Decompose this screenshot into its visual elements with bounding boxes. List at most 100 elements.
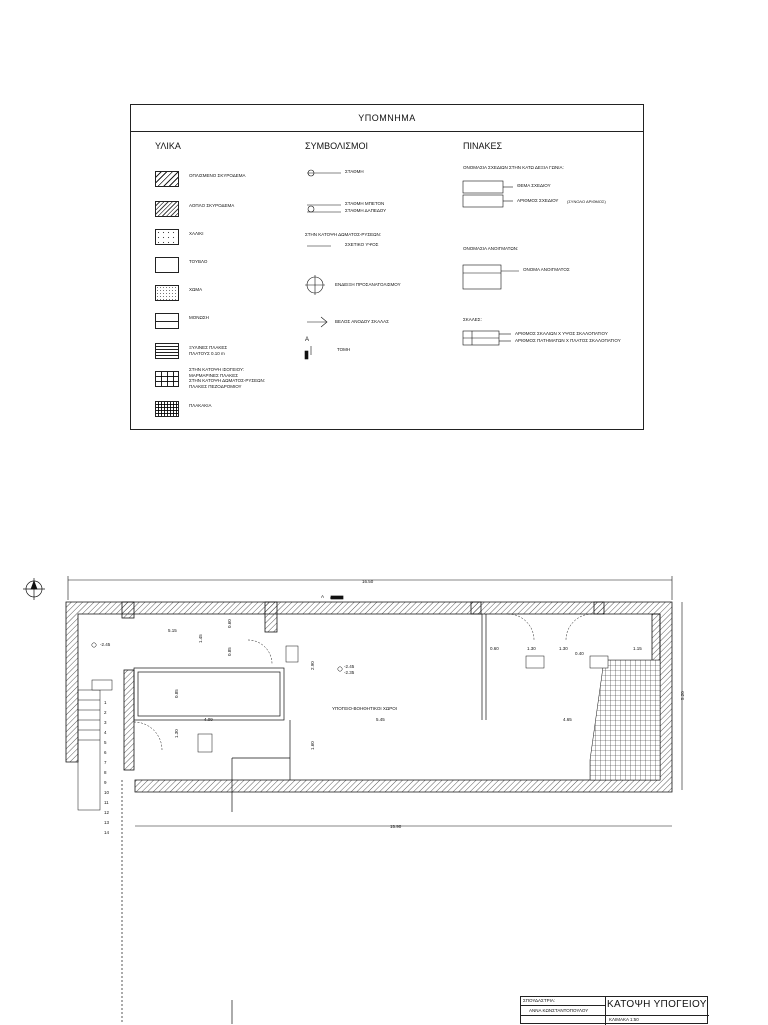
dim-height: 5.20 [680, 691, 685, 700]
brick-swatch [155, 257, 179, 273]
symbol-section-label: ΤΟΜΗ [337, 347, 351, 352]
dim-overall: 16.50 [362, 579, 374, 584]
room-label: ΥΠΟΓΕΙΟ-ΒΟΗΘΗΤΙΚΟΙ ΧΩΡΟΙ [332, 706, 397, 711]
table-stairs-treads: ΑΡΙΘΜΟΣ ΠΑΤΗΜΑΤΩΝ Χ ΠΛΑΤΟΣ ΣΚΑΛΟΠΑΤΙΟΥ [515, 338, 621, 343]
material-label: ΑΟΠΛΟ ΣΚΥΡΟΔΕΜΑ [189, 203, 235, 208]
divider [521, 1005, 605, 1006]
table-drawing-number-note: (ΣΥΝΟΛΟ ΑΡΙΘΜΟΣ) [567, 199, 606, 204]
legend-title: ΥΠΟΜΝΗΜΑ [131, 105, 643, 132]
stair-number: 4 [104, 730, 107, 735]
dim-130a: 1.30 [527, 646, 536, 651]
symbol-elevation-concrete-label: ΣΤΑΘΜΗ ΜΠΕΤΟΝ [345, 201, 385, 206]
door-swing-arc [247, 639, 273, 665]
dim-409: 4.09 [204, 717, 213, 722]
dim-040: 0.40 [575, 651, 584, 656]
dim-160: 1.60 [310, 741, 315, 750]
stair-number: 11 [104, 800, 109, 805]
dim-085b: 0.85 [174, 689, 179, 698]
elevation-marker-icon [337, 666, 343, 672]
legend-panel: ΥΠΟΜΝΗΜΑ ΥΛΙΚΑ ΣΥΜΒΟΛΙΣΜΟΙ ΠΙΝΑΚΕΣ ΟΠΛΙΣ… [130, 104, 644, 430]
section-cut-icon [330, 595, 344, 600]
section-letter: A [321, 594, 324, 599]
stair-number: 13 [104, 820, 110, 825]
legend-symbols-drawing [304, 169, 519, 360]
opening-tag [525, 655, 545, 669]
table-stairs-note: ΣΚΑΛΕΣ: [463, 317, 482, 322]
hatch-swatch [155, 171, 179, 187]
table-opening-label-note: ΟΝΟΜΑΣΙΑ ΑΝΟΙΓΜΑΤΩΝ: [463, 246, 519, 251]
table-drawing-label-note: ΟΝΟΜΑΣΙΑ ΣΧΕΔΙΩΝ ΣΤΗΝ ΚΑΤΩ ΔΕΞΙΑ ΓΩΝΙΑ: [463, 165, 564, 170]
table-stairs-rows: ΑΡΙΘΜΟΣ ΣΚΑΛΙΩΝ Χ ΥΨΟΣ ΣΚΑΛΟΠΑΤΙΟΥ [515, 331, 608, 336]
stair-number: 2 [104, 710, 107, 715]
symbol-roof-plan-note: ΣΤΗΝ ΚΑΤΟΨΗ ΔΩΜΑΤΟΣ-ΡΥΣΕΩΝ: [305, 232, 382, 237]
dim-130b: 1.30 [559, 646, 568, 651]
table-drawing-number: ΑΡΙΘΜΟΣ ΣΧΕΔΙΟΥ [517, 198, 559, 203]
table-drawing-subject: ΘΕΜΑ ΣΧΕΔΙΟΥ [517, 183, 551, 188]
staircase [77, 689, 101, 811]
section-marker-icon [304, 350, 309, 360]
elevation-e2: -2.45 [344, 664, 355, 669]
outer-walls [65, 601, 673, 793]
symbol-stair-arrow-label: ΒΕΛΟΣ ΑΝΟΔΟΥ ΣΚΑΛΑΣ [335, 319, 389, 324]
door-swing-arc [133, 721, 163, 751]
elevation-e3: -2.35 [344, 670, 355, 675]
tile-area [589, 659, 661, 781]
stair-number: 8 [104, 770, 107, 775]
symbol-section-letter: A [305, 337, 310, 343]
grid-swatch [155, 371, 179, 387]
student-name: ΑΝΝΑ ΚΩΝΣΤΑΝΤΟΠΟΥΛΟΥ [529, 1008, 589, 1013]
opening-tag [285, 645, 299, 663]
opening-tag [91, 679, 113, 691]
tables-heading: ΠΙΝΑΚΕΣ [463, 141, 503, 151]
gravel-swatch [155, 229, 179, 245]
dim-145: 1.45 [198, 634, 203, 643]
divider [605, 997, 606, 1025]
dim-085a: 0.85 [227, 647, 232, 656]
stair-number: 10 [104, 790, 110, 795]
dim-545: 5.45 [376, 717, 385, 722]
stair-numbers: 1 2 3 4 5 6 7 8 9 10 11 12 13 14 [104, 700, 110, 835]
symbol-relative-height-label: ΣΧΕΤΙΚΟ ΥΨΟΣ [345, 242, 379, 247]
inner-partition [133, 667, 285, 721]
elevation-marker-icon [91, 642, 97, 648]
stair-number: 5 [104, 740, 107, 745]
material-label: ΟΠΛΙΣΜΕΝΟ ΣΚΥΡΟΔΕΜΑ [189, 173, 246, 178]
drawing-title: ΚΑΤΟΨΗ ΥΠΟΓΕΙΟΥ [607, 999, 707, 1010]
symbol-orientation-label: ΕΝΔΕΙΞΗ ΠΡΟΣΑΝΑΤΟΛΙΣΜΟΥ [335, 282, 401, 287]
soil-swatch [155, 285, 179, 301]
dim-060: 0.60 [227, 619, 232, 628]
tile-swatch [155, 401, 179, 417]
north-compass-icon [23, 578, 45, 600]
material-label: ΤΟΥΒΛΟ [189, 259, 208, 264]
symbol-elevation-label: ΣΤΑΘΜΗ [345, 169, 364, 174]
drawing-scale: ΚΛΙΜΑΚΑ 1:50 [609, 1017, 639, 1022]
student-label: ΣΠΟΥΔΑΣΤΡΙΑ: [523, 998, 556, 1003]
door-swing-arc [507, 613, 535, 641]
symbol-elevation-floor-label: ΣΤΑΘΜΗ ΔΑΠΕΔΟΥ [345, 208, 387, 213]
symbols-heading: ΣΥΜΒΟΛΙΣΜΟΙ [305, 141, 368, 151]
stair-number: 12 [104, 810, 110, 815]
material-label: ΣΤΗΝ ΚΑΤΟΨΗ ΙΣΟΓΕΙΟΥ: ΜΑΡΜΑΡΙΝΕΣ ΠΛΑΚΕΣ … [189, 367, 266, 389]
stair-number: 9 [104, 780, 107, 785]
stair-number: 3 [104, 720, 107, 725]
material-label: ΧΑΛΙΚΙ [189, 231, 204, 236]
door-swing-arc [565, 613, 593, 641]
dim-130v: 1.30 [174, 729, 179, 738]
opening-tag [589, 655, 609, 669]
dim-290: 2.90 [310, 661, 315, 670]
dim-bottom: 15.90 [390, 824, 402, 829]
title-block: ΣΠΟΥΔΑΣΤΡΙΑ: ΑΝΝΑ ΚΩΝΣΤΑΝΤΟΠΟΥΛΟΥ ΚΑΤΟΨΗ… [520, 996, 709, 1025]
material-label: ΜΟΝΩΣΗ [189, 315, 209, 320]
material-label: ΧΩΜΑ [189, 287, 203, 292]
stair-number: 1 [104, 700, 107, 705]
stair-number: 7 [104, 760, 107, 765]
planks-swatch [155, 343, 179, 359]
stair-number: 14 [104, 830, 110, 835]
dim-515: 5.15 [168, 628, 177, 633]
opening-tag [197, 733, 213, 753]
elevation-e1: -2.45 [100, 642, 111, 647]
material-label: ΞΥΛΙΝΕΣ ΠΛΑΚΕΣ ΠΛΑΤΟΥΣ 0.10 m [189, 345, 228, 356]
insulation-swatch [155, 313, 179, 329]
materials-heading: ΥΛΙΚΑ [155, 141, 181, 151]
